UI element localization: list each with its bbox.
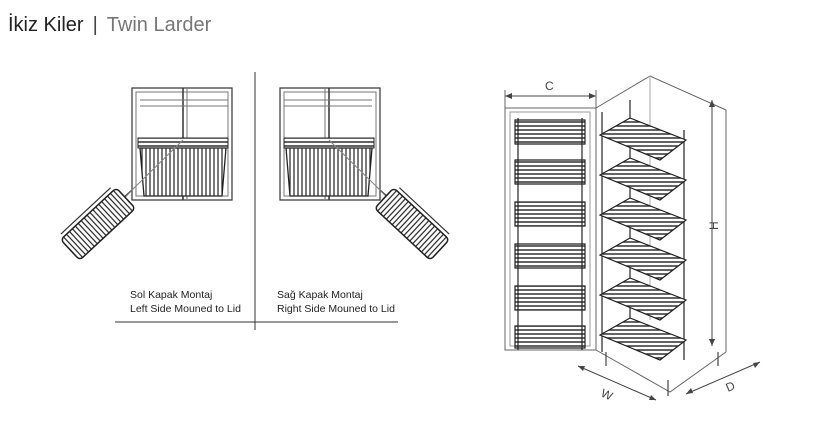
left-mount-label-tr: Sol Kapak Montaj (130, 289, 213, 301)
left-mount-caption: Sol Kapak Montaj Left Side Mouned to Lid (130, 288, 241, 316)
title-separator: | (92, 14, 98, 36)
dimension-c-label: C (545, 79, 554, 93)
dimension-h-label: H (707, 221, 721, 230)
title-english: Twin Larder (106, 14, 212, 36)
left-mount-plan (60, 87, 233, 260)
left-mount-label-en: Left Side Mouned to Lid (130, 303, 241, 315)
right-mount-label-en: Right Side Mouned to Lid (277, 303, 395, 315)
title-turkish: İkiz Kiler (8, 14, 84, 36)
right-mount-label-tr: Sağ Kapak Montaj (277, 289, 363, 301)
larder-unit-perspective (504, 75, 761, 401)
page-title: İkiz Kiler | Twin Larder (8, 12, 211, 38)
dimension-d-label: D (724, 378, 738, 394)
right-mount-caption: Sağ Kapak Montaj Right Side Mouned to Li… (277, 288, 395, 316)
dimension-w-label: W (599, 386, 616, 404)
right-mount-plan (279, 87, 450, 260)
